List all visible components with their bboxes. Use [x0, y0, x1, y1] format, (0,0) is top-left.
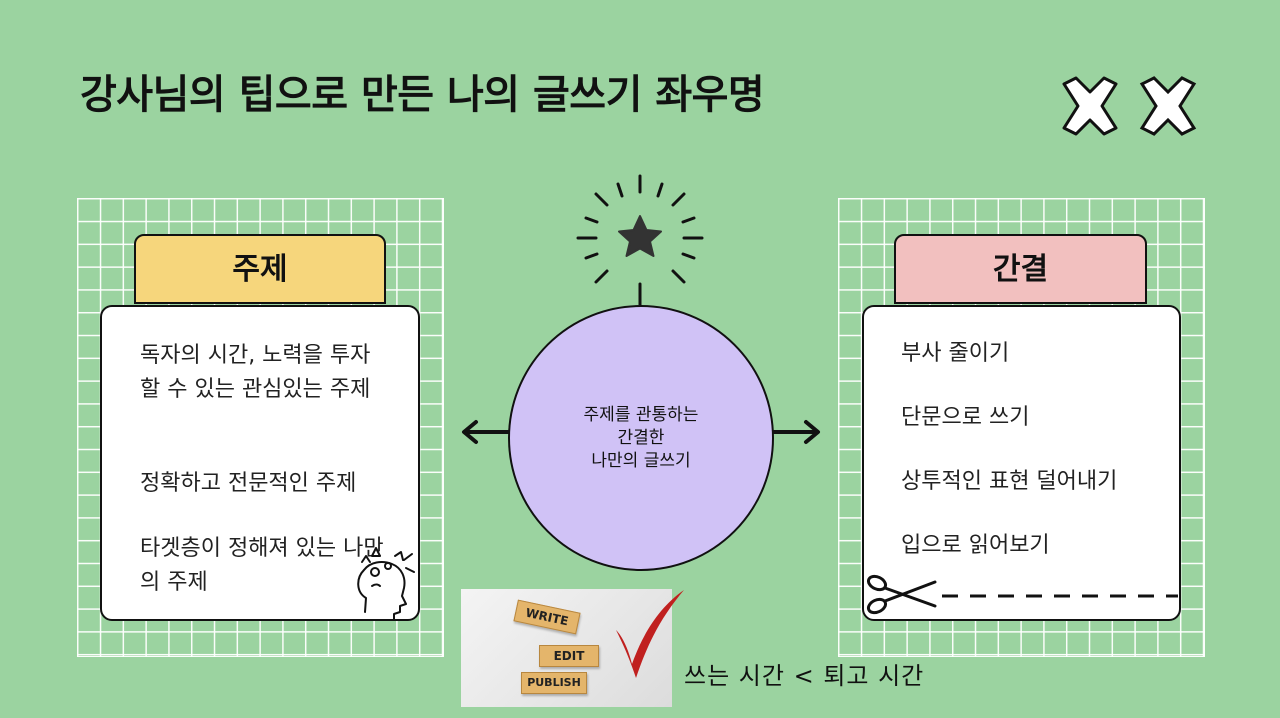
concise-item: 단문으로 쓰기: [901, 405, 1030, 430]
concise-card: 부사 줄이기 단문으로 쓰기 상투적인 표현 덜어내기 입으로 읽어보기: [862, 305, 1181, 621]
arrow-right-icon: [772, 420, 820, 444]
tab-topic: 주제: [134, 234, 386, 304]
center-line: 간결한: [617, 427, 665, 448]
center-line: 나만의 글쓰기: [591, 450, 691, 471]
topic-item: 독자의 시간, 노력을 투자 할 수 있는 관심있는 주제: [140, 343, 371, 402]
center-circle: 주제를 관통하는 간결한 나만의 글쓰기: [508, 305, 774, 571]
write-edit-publish-photo: WRITE EDIT PUBLISH: [461, 589, 672, 707]
arrow-left-icon: [462, 420, 510, 444]
x-mark-icon: [1062, 76, 1118, 136]
topic-item: 타겟층이 정해져 있는 나만의 주제: [140, 536, 384, 595]
block-edit: EDIT: [539, 645, 599, 667]
tab-concise: 간결: [894, 234, 1147, 304]
page-title: 강사님의 팁으로 만든 나의 글쓰기 좌우명: [80, 72, 765, 118]
x-mark-icon: [1139, 76, 1197, 136]
caption-text: 쓰는 시간 < 퇴고 시간: [684, 662, 925, 690]
x-marks: [1062, 76, 1197, 136]
topic-item: 정확하고 전문적인 주제: [140, 471, 357, 496]
tab-concise-label: 간결: [992, 252, 1049, 287]
concise-item: 부사 줄이기: [901, 341, 1010, 366]
block-publish: PUBLISH: [521, 672, 587, 694]
star-burst-icon: [576, 174, 704, 302]
check-mark-icon: [616, 590, 684, 678]
concise-item: 입으로 읽어보기: [901, 533, 1050, 558]
center-line: 주제를 관통하는: [583, 404, 699, 425]
topic-card: 독자의 시간, 노력을 투자 할 수 있는 관심있는 주제 정확하고 전문적인 …: [100, 305, 420, 621]
concise-item: 상투적인 표현 덜어내기: [901, 469, 1118, 494]
block-write: WRITE: [513, 599, 581, 635]
tab-topic-label: 주제: [232, 252, 288, 287]
